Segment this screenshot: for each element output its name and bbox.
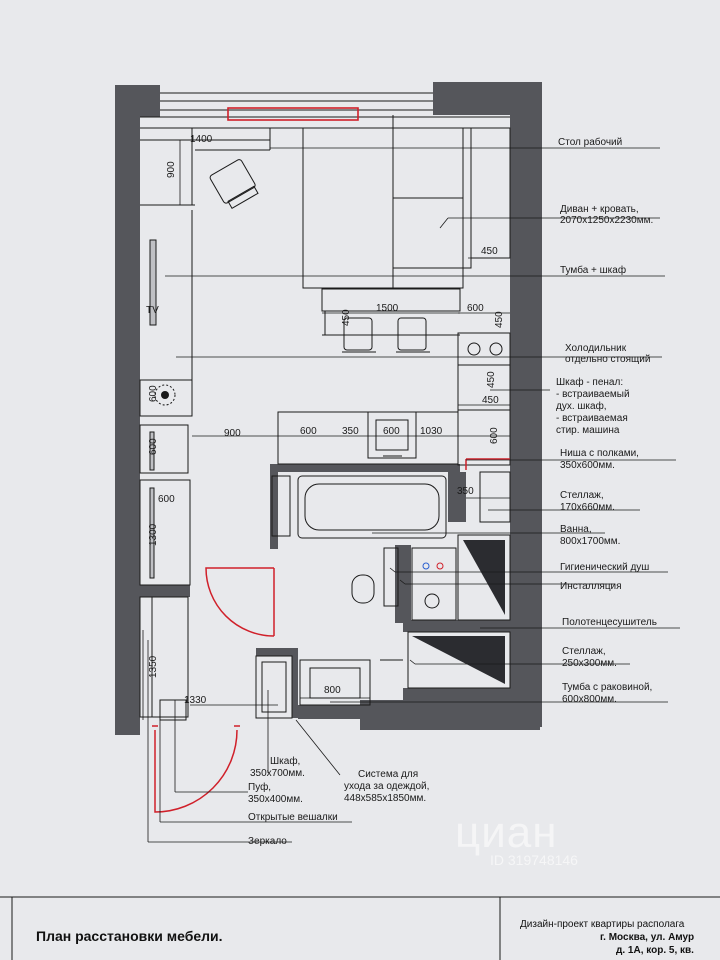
- label-wardrobe-size: 350х700мм.: [250, 768, 305, 779]
- bar-stool: [342, 317, 430, 353]
- plant: [154, 384, 176, 406]
- nightstand: [470, 127, 511, 259]
- label-pencil-4: стир. машина: [556, 425, 620, 436]
- label-care-system-2: ухода за одеждой,: [344, 781, 429, 792]
- desk-chair: [209, 159, 259, 209]
- label-rack2: Стеллаж,: [562, 646, 606, 657]
- dim-600-pencil: 600: [489, 427, 500, 444]
- label-rack1-size: 170х660мм.: [560, 502, 615, 513]
- leader-lines: [147, 147, 680, 843]
- dim-350-niche: 350: [457, 486, 474, 497]
- watermark-brand: циан: [455, 808, 558, 857]
- drawing-title: План расстановки мебели.: [36, 928, 223, 944]
- label-fridge-note: отдельно стоящий: [565, 354, 650, 365]
- callout-labels: Стол рабочий Диван + кровать, 2070х1250х…: [146, 136, 657, 847]
- label-care-system: Система для: [358, 769, 418, 780]
- dim-350-counter: 350: [342, 426, 359, 437]
- kitchen-counter: [277, 411, 459, 465]
- label-hangers: Открытые вешалки: [248, 812, 338, 823]
- label-bath: Ванна,: [560, 524, 592, 535]
- titleblock-address: г. Москва, ул. Амур: [600, 932, 695, 943]
- dim-900-desk: 900: [166, 161, 177, 178]
- dim-900-kitchen: 900: [224, 428, 241, 439]
- dim-600-left-2: 600: [148, 438, 159, 455]
- dim-1030: 1030: [420, 426, 443, 437]
- dim-450-nightstand: 450: [481, 246, 498, 257]
- dim-450-fridge: 450: [486, 371, 497, 388]
- label-wardrobe: Шкаф,: [270, 755, 300, 767]
- window: [140, 92, 510, 129]
- label-niche: Ниша с полками,: [560, 448, 639, 459]
- exterior-walls: [115, 82, 542, 735]
- dim-1330: 1330: [184, 695, 207, 706]
- dim-600-left-1: 600: [148, 385, 159, 402]
- shelf-rack-1: [479, 471, 511, 523]
- dim-450-pencil: 450: [482, 395, 499, 406]
- label-towel-dryer: Полотенцесушитель: [562, 617, 657, 628]
- doors: [152, 458, 510, 813]
- dim-450-bar: 450: [341, 309, 352, 326]
- dim-450-side: 450: [494, 311, 505, 328]
- label-tv: TV: [146, 305, 159, 316]
- dim-600-sink: 600: [383, 426, 400, 437]
- watermark-id: ID 319748146: [490, 852, 578, 868]
- label-bath-size: 800х1700мм.: [560, 536, 620, 547]
- label-niche-size: 350х600мм.: [560, 460, 615, 471]
- label-pencil-2: дух. шкаф,: [556, 400, 607, 412]
- titleblock-building: д. 1А, кор. 5, кв.: [616, 945, 694, 956]
- sofa-bed: [302, 115, 472, 289]
- dim-600-left-3: 600: [158, 494, 175, 505]
- label-installation: Инсталляция: [560, 581, 622, 592]
- bar-table: [321, 288, 461, 336]
- wardrobe: [255, 655, 293, 719]
- dim-1500: 1500: [376, 303, 399, 314]
- bathtub: [271, 475, 447, 539]
- pencil-cabinet: [457, 364, 511, 466]
- title-block: [0, 896, 720, 960]
- label-pouf-size: 350х400мм.: [248, 794, 303, 805]
- dim-1350: 1350: [148, 655, 159, 678]
- dim-1400: 1400: [190, 134, 213, 145]
- fridge: [457, 332, 511, 366]
- label-mirror: Зеркало: [248, 836, 287, 847]
- label-sofa-size: 2070х1250х2230мм.: [560, 215, 653, 226]
- dimension-labels: 1400 900 450 1500 450 600 450 450 450 60…: [148, 134, 505, 706]
- label-sofa: Диван + кровать,: [560, 204, 639, 215]
- label-sink-size: 600х800мм.: [562, 694, 617, 705]
- label-care-system-size: 448х585х1850мм.: [344, 793, 426, 804]
- label-rack1: Стеллаж,: [560, 490, 604, 501]
- toilet: [351, 547, 399, 607]
- label-desk: Стол рабочий: [558, 136, 622, 148]
- label-pencil-3: - встраиваемая: [556, 413, 628, 424]
- label-sink: Тумба с раковиной,: [562, 681, 652, 693]
- left-storage: [139, 379, 193, 718]
- dim-600-counter: 600: [300, 426, 317, 437]
- label-pouf: Пуф,: [248, 781, 271, 793]
- label-pencil-1: - встраиваемый: [556, 389, 630, 400]
- label-fridge: Холодильник: [565, 343, 627, 354]
- radiator: [227, 107, 359, 121]
- towel-dryer: [457, 534, 511, 621]
- dim-600-bar: 600: [467, 303, 484, 314]
- label-rack2-size: 250х300мм.: [562, 658, 617, 669]
- shelf-rack-2: [407, 631, 511, 689]
- label-nightstand: Тумба + шкаф: [560, 264, 626, 276]
- dimension-lines: [142, 139, 510, 720]
- tv-unit: [149, 210, 193, 380]
- dim-800: 800: [324, 685, 341, 696]
- titleblock-project: Дизайн-проект квартиры располага: [520, 919, 685, 930]
- pouf: [159, 699, 187, 721]
- label-hygienic-shower: Гигиенический душ: [560, 562, 649, 573]
- label-pencil: Шкаф - пенал:: [556, 376, 623, 388]
- dim-1300: 1300: [148, 523, 159, 546]
